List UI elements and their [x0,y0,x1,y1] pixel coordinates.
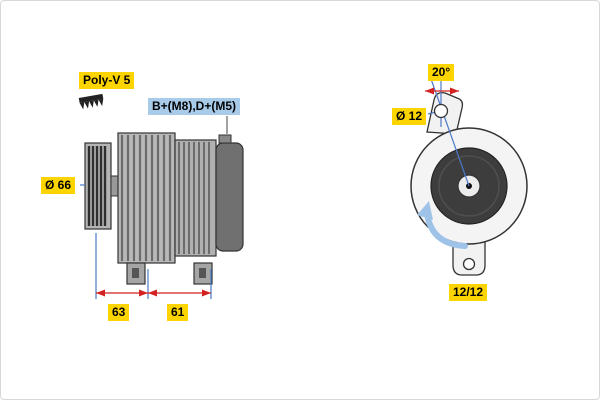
terminal-label: B+(M8),D+(M5) [148,98,241,115]
belt-profile-icon [78,93,104,110]
side-view-drawing [78,93,244,299]
extension-lines [95,233,212,299]
bottom-bolt-hole [462,257,476,271]
dimension-lines [96,289,211,297]
dimension-63-label: 63 [108,304,130,321]
mounting-lugs-side [126,262,213,285]
front-housing [117,132,176,264]
front-view-drawing [410,78,528,276]
rear-cover [215,134,244,252]
top-bolt-hole [433,103,449,119]
angle-dimension-arrows [425,87,459,95]
mount-angle-label: 20° [428,64,455,81]
dimension-61-label: 61 [167,304,189,321]
pulley-diameter-label: Ø 66 [41,177,76,194]
clock-position-label: 12/12 [449,284,488,301]
angle-guide-lines [430,78,470,187]
hole-diameter-label: Ø 12 [392,108,427,125]
pulley-side-view [84,142,112,230]
rear-housing [174,139,217,257]
belt-type-label: Poly-V 5 [79,72,135,89]
rotation-arrow [417,201,468,249]
shaft [110,175,119,197]
